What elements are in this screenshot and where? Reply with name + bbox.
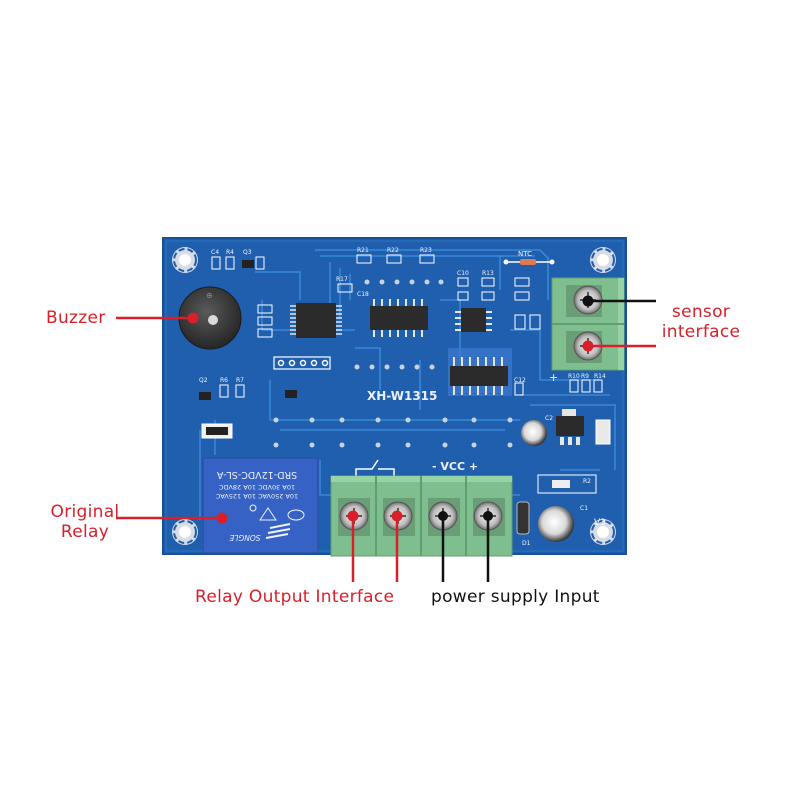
sensor-leader-black — [582, 295, 656, 307]
capacitor-c2 — [521, 420, 547, 446]
relay-rating-ac: 10A 250VAC 10A 125VAC — [215, 492, 298, 500]
relay-output-leader — [347, 510, 403, 582]
mounting-hole — [172, 247, 198, 273]
silk-r21: R21 — [357, 247, 369, 254]
relay-leader — [116, 512, 228, 524]
silk-r6: R6 — [220, 377, 228, 384]
callout-sensor-line1: sensor — [671, 302, 731, 322]
callout-relay-line2: Relay — [60, 522, 110, 542]
silk-c4: C4 — [211, 249, 219, 256]
ic-sop20 — [290, 303, 342, 338]
silkscreen-labels: C4 R4 Q3 Q2 R6 R7 R21 R22 R23 R17 C18 C1… — [199, 247, 606, 547]
silk-r9: R9 — [581, 373, 589, 380]
silk-q2: Q2 — [199, 377, 208, 384]
ic-sop14-right — [448, 348, 512, 396]
silk-r10: R10 — [568, 373, 580, 380]
silk-v3: V3 — [594, 518, 606, 528]
buzzer: ⊕ — [178, 286, 242, 350]
ntc-thermistor: NTC — [503, 250, 555, 265]
callout-leaders — [116, 295, 656, 582]
callout-relay-output-interface: Relay Output Interface — [195, 587, 395, 607]
silk-c2: C2 — [545, 415, 553, 422]
callout-sensor-line2: interface — [661, 322, 741, 342]
power-input-leader — [438, 511, 493, 582]
silk-r7: R7 — [236, 377, 244, 384]
smd-transistors — [199, 260, 297, 400]
silk-r17: R17 — [336, 276, 348, 283]
mounting-hole — [172, 519, 198, 545]
display-pads — [273, 279, 513, 448]
ic-sop8 — [455, 308, 492, 332]
relay: SRD-12VDC-SL-A 10A 30VDC 10A 28VDC 10A 2… — [202, 457, 319, 554]
relay-model-text: SRD-12VDC-SL-A — [216, 469, 297, 480]
silk-r4: R4 — [226, 249, 234, 256]
mounting-holes — [172, 247, 616, 545]
silk-d1: D1 — [522, 540, 531, 547]
silk-r23: R23 — [420, 247, 432, 254]
voltage-regulator — [556, 409, 584, 445]
callout-original-relay: Original Relay — [46, 502, 124, 542]
silk-r22: R22 — [387, 247, 399, 254]
mounting-hole — [590, 247, 616, 273]
silk-c10: C10 — [457, 270, 469, 277]
ic-sop14-center — [370, 299, 428, 337]
silk-ntc: NTC — [518, 250, 532, 258]
callout-sensor-interface: sensor interface — [656, 302, 746, 342]
callout-power-supply-input: power supply Input — [431, 587, 600, 607]
mounting-hole — [590, 519, 616, 545]
board-model-label: XH-W1315 — [367, 389, 437, 403]
callout-relay-line1: Original — [50, 502, 120, 522]
buzzer-leader — [116, 312, 199, 324]
pin-header — [273, 356, 331, 370]
sensor-leader-red — [582, 340, 656, 352]
ic-chips — [290, 299, 584, 445]
silk-c1: C1 — [580, 505, 588, 512]
callout-buzzer: Buzzer — [46, 308, 106, 328]
silk-r13: R13 — [482, 270, 494, 277]
silk-c18: C18 — [357, 291, 369, 298]
relay-brand: SONGLE — [229, 533, 260, 542]
silk-r2: R2 — [583, 478, 591, 485]
led — [595, 419, 611, 445]
silk-q3: Q3 — [243, 249, 252, 256]
capacitor-c1 — [538, 506, 574, 542]
switch-symbol — [355, 459, 395, 476]
svg-text:⊕: ⊕ — [206, 291, 213, 300]
sensor-terminal-block — [551, 277, 625, 371]
silk-plus: + — [549, 371, 558, 384]
resistor-r2 — [552, 480, 570, 488]
diode-d1 — [516, 501, 530, 535]
silk-c12: C12 — [514, 377, 526, 384]
vcc-label: - VCC + — [432, 460, 478, 473]
smd-components — [211, 254, 603, 398]
silk-r14: R14 — [594, 373, 606, 380]
relay-rating-dc: 10A 30VDC 10A 28VDC — [218, 483, 295, 491]
